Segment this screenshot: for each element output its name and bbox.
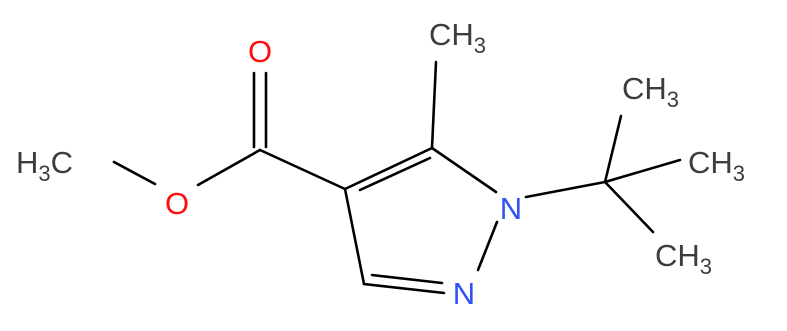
tbu-methyl-right-main: CH xyxy=(688,145,733,180)
nitrogen-2-label: N xyxy=(453,276,475,311)
bond-c4-c3 xyxy=(343,187,366,286)
methyl-c5-main: CH xyxy=(429,17,474,52)
tbu-methyl-bottom-main: CH xyxy=(655,238,700,273)
tbu-methyl-top-label: CH3 xyxy=(622,71,679,112)
tbu-methyl-right-label: CH3 xyxy=(688,145,745,186)
methyl-ester-sub: 3 xyxy=(38,161,50,186)
tbu-methyl-right-sub: 3 xyxy=(733,161,745,186)
methyl-ester-main: H xyxy=(16,145,38,180)
bond-c4-c5 xyxy=(343,146,434,191)
tbu-methyl-bottom-sub: 3 xyxy=(700,254,712,279)
bond-c-o-ester xyxy=(196,148,262,187)
tbu-methyl-bottom-label: CH3 xyxy=(655,238,712,279)
tbu-methyl-top-sub: 3 xyxy=(667,87,679,112)
methyl-c5-sub: 3 xyxy=(474,33,486,58)
methyl-ester-label: H3C xyxy=(16,145,73,186)
bond-tbu-right xyxy=(603,158,682,184)
bond-n1-tbu xyxy=(524,180,607,199)
oxygen-carbonyl-label: O xyxy=(248,34,272,69)
bonds xyxy=(112,60,682,295)
oxygen-ester-label: O xyxy=(165,186,189,221)
bond-n1-n2 xyxy=(476,220,499,272)
bond-carbonyl-c4 xyxy=(258,148,347,191)
bond-c3-n2-inner xyxy=(370,273,444,285)
bond-c5-n1 xyxy=(430,146,498,194)
methyl-c5-label: CH3 xyxy=(429,17,486,58)
bond-c4-c5-inner xyxy=(358,156,432,192)
bond-c3-n2 xyxy=(362,282,446,295)
bond-tbu-bottom xyxy=(603,180,655,234)
bond-tbu-top xyxy=(603,114,623,184)
bond-c5-methyl xyxy=(430,60,438,150)
nitrogen-1-label: N xyxy=(500,191,522,226)
methyl-ester-tail: C xyxy=(51,145,73,180)
bond-o-methyl xyxy=(112,160,157,186)
atom-labels: O O N N CH3 H3C CH3 CH3 CH3 xyxy=(16,17,745,311)
tbu-methyl-top-main: CH xyxy=(622,71,667,106)
